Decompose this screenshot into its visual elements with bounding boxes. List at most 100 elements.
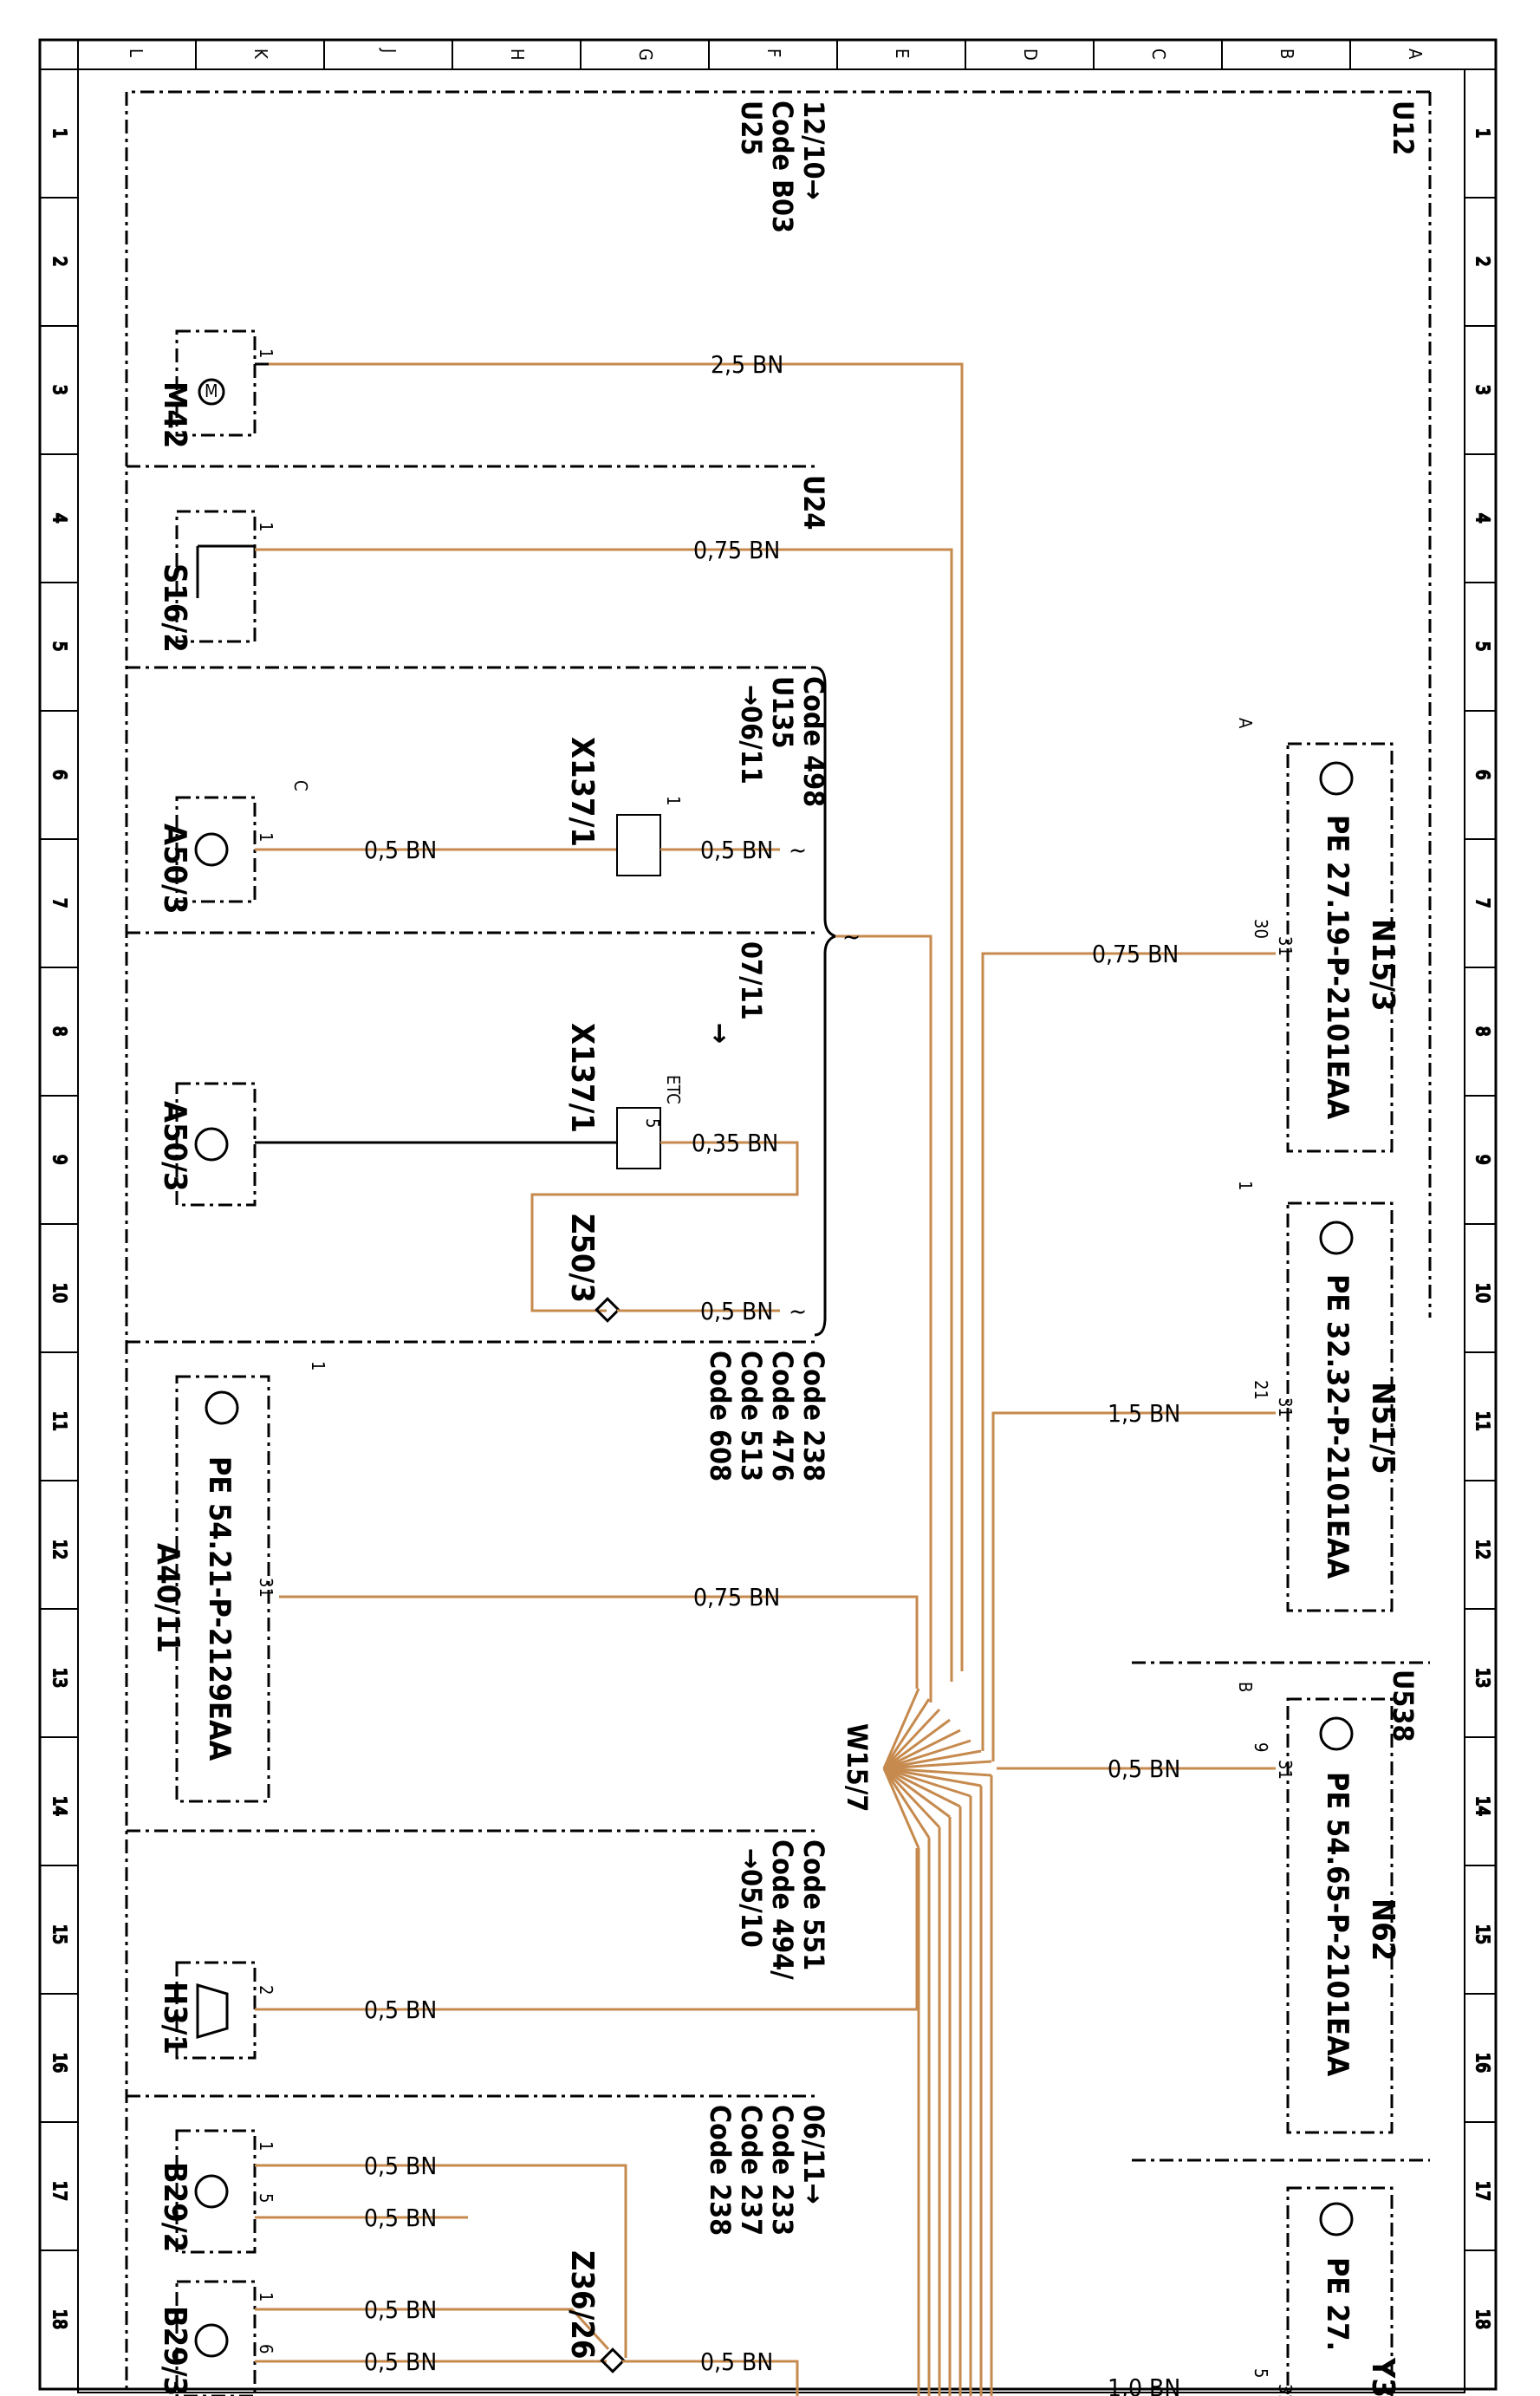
a50-3-upper-component: C 1 bbox=[175, 780, 311, 903]
a50-3a-pin-c: C bbox=[290, 780, 311, 791]
row-number: 10 bbox=[49, 1283, 70, 1303]
col-letter: H bbox=[507, 49, 528, 61]
b29-2-pin5: 5 bbox=[256, 2193, 276, 2203]
row-number: 5 bbox=[49, 641, 70, 651]
a40-wire-label: 0,75 BN bbox=[693, 1583, 780, 1611]
c238-line1: Code 238 bbox=[797, 1351, 830, 1481]
c238-line3: Code 513 bbox=[735, 1351, 768, 1481]
group-u12: U12 bbox=[1387, 101, 1420, 155]
row-number: 13 bbox=[1472, 1668, 1493, 1688]
row-number: 11 bbox=[49, 1411, 70, 1431]
row-number: 3 bbox=[1472, 385, 1493, 394]
g0711-line2: → bbox=[704, 1023, 737, 1044]
row-number: 13 bbox=[49, 1668, 70, 1688]
x137-1b-label: X137/1 bbox=[564, 1023, 600, 1133]
a40-11-pin31: 31 bbox=[256, 1578, 276, 1598]
x137-b-wire bbox=[530, 1141, 799, 1312]
row-number: 2 bbox=[1472, 257, 1493, 266]
n51-5-pe: PE 32.32-P-2101EAA bbox=[1320, 1274, 1355, 1579]
y3-label: Y3 bbox=[1365, 2357, 1400, 2396]
g0711-line1: 07/11 bbox=[735, 941, 768, 1020]
n62-pe: PE 54.65-P-2101EAA bbox=[1320, 1772, 1355, 2077]
n51-5-pin1: 1 bbox=[1235, 1181, 1256, 1190]
frame-outer bbox=[38, 38, 1498, 2391]
s16-2-component: 1 bbox=[175, 510, 276, 643]
col-letter: G bbox=[635, 49, 656, 61]
c551-line2: Code 494/ bbox=[766, 1839, 799, 1980]
m42-pin: 1 bbox=[256, 348, 276, 358]
col-letter: F bbox=[764, 49, 784, 57]
row-number: 17 bbox=[49, 2181, 70, 2201]
z36-26-label: Z36/26 bbox=[564, 2250, 600, 2359]
row-number: 9 bbox=[49, 1155, 70, 1164]
group-u12-label: U12 bbox=[1387, 101, 1420, 155]
row-number: 6 bbox=[1472, 770, 1493, 779]
n51-5-component: 1 21 31 bbox=[1235, 1181, 1394, 1612]
n15-3-label: N15/3 bbox=[1365, 919, 1400, 1012]
n15-wire-label: 0,75 BN bbox=[1092, 940, 1179, 968]
a50-3a-wire-in-label: 0,5 BN bbox=[364, 836, 437, 864]
a50-3b-label: A50/3 bbox=[157, 1101, 192, 1192]
c238-line4: Code 608 bbox=[704, 1351, 737, 1481]
row-number: 16 bbox=[1472, 2053, 1493, 2073]
y3-component: 5 31 bbox=[1251, 2186, 1394, 2396]
b29-3-pin6: 6 bbox=[256, 2344, 276, 2354]
y3-pe: PE 27. bbox=[1320, 2257, 1355, 2351]
group-u25-label: 12/10→ Code B03 U25 bbox=[735, 101, 830, 233]
row-number: 4 bbox=[1472, 513, 1493, 523]
z36-26-splice bbox=[600, 2347, 626, 2373]
n15-3-pe: PE 27.19-P-2101EAA bbox=[1320, 815, 1355, 1120]
c233-line4: Code 238 bbox=[704, 2105, 737, 2236]
m42-motor-glyph: M bbox=[205, 381, 218, 401]
row-number: 9 bbox=[1472, 1155, 1493, 1164]
row-number: 4 bbox=[49, 513, 70, 523]
row-number: 5 bbox=[1472, 641, 1493, 651]
b29-3-label: B29/3 bbox=[157, 2306, 192, 2396]
n51-5-pin21: 21 bbox=[1251, 1380, 1271, 1400]
n15-3-pin31: 31 bbox=[1275, 936, 1296, 956]
ground-bundle bbox=[882, 1688, 993, 2396]
z50-3-splice bbox=[595, 1297, 621, 1323]
row-number: 15 bbox=[49, 1924, 70, 1944]
x137-1a-connector: 1 bbox=[616, 796, 684, 876]
row-number: 12 bbox=[1472, 1540, 1493, 1559]
row-number: 15 bbox=[1472, 1924, 1493, 1944]
row-number: 18 bbox=[1472, 2309, 1493, 2329]
column-letters: L K J H G F E D C B A bbox=[126, 48, 1426, 61]
row-number: 14 bbox=[49, 1796, 70, 1816]
u135-line3: →06/11 bbox=[735, 685, 768, 785]
y3-pin31: 31 bbox=[1275, 2384, 1296, 2396]
n62-wire-label: 0,5 BN bbox=[1108, 1755, 1180, 1783]
m42-wire-label: 2,5 BN bbox=[711, 350, 783, 379]
row-number: 8 bbox=[49, 1026, 70, 1036]
z50-tilde: ~ bbox=[789, 1297, 807, 1325]
a50-3a-label: A50/3 bbox=[157, 824, 192, 915]
a40-11-label: A40/11 bbox=[150, 1543, 185, 1653]
x137-1a-label: X137/1 bbox=[564, 737, 600, 847]
a50-3a-wire-out-label: 0,5 BN bbox=[700, 836, 773, 864]
group-u538-label: U538 bbox=[1387, 1670, 1420, 1742]
b29-3-component: 1 6 bbox=[175, 2280, 276, 2396]
row-number: 8 bbox=[1472, 1026, 1493, 1036]
c233-line2: Code 233 bbox=[766, 2105, 799, 2236]
a50-3-lower-component bbox=[175, 1082, 257, 1207]
m42-wire bbox=[269, 362, 964, 1671]
column-strip bbox=[77, 40, 1351, 69]
c233-line3: Code 237 bbox=[735, 2105, 768, 2236]
row-number: 14 bbox=[1472, 1796, 1493, 1816]
s16-2-pin: 1 bbox=[256, 522, 276, 531]
u25-line3: U25 bbox=[735, 101, 768, 155]
row-number: 10 bbox=[1472, 1283, 1493, 1303]
n62-pin9: 9 bbox=[1251, 1742, 1271, 1752]
col-letter: B bbox=[1277, 49, 1297, 59]
x137-1b-etc: ETC bbox=[663, 1075, 684, 1104]
row-number: 1 bbox=[49, 128, 70, 138]
row-number: 1 bbox=[1472, 128, 1493, 138]
col-letter: J bbox=[379, 48, 400, 53]
col-letter: K bbox=[250, 49, 271, 60]
frame-inner bbox=[77, 68, 1465, 2393]
row-number: 12 bbox=[49, 1540, 70, 1559]
a40-11-pe: PE 54.21-P-2129EAA bbox=[202, 1456, 237, 1761]
